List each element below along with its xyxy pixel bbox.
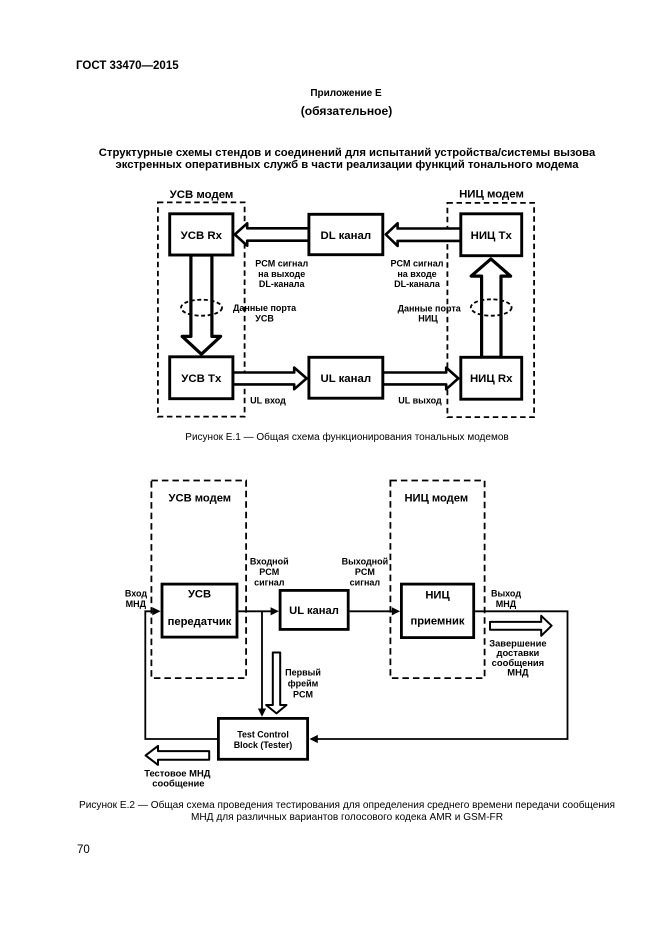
svg-text:DL-канала: DL-канала [259, 279, 306, 289]
svg-text:UL вход: UL вход [250, 395, 286, 405]
svg-text:НИЦ модем: НИЦ модем [459, 188, 524, 200]
svg-text:на выходе: на выходе [258, 269, 305, 279]
svg-text:сообщения: сообщения [492, 657, 544, 668]
svg-text:МНД: МНД [496, 599, 517, 609]
svg-text:МНД: МНД [507, 667, 529, 678]
svg-text:доставки: доставки [497, 647, 540, 658]
svg-text:Block (Tester): Block (Tester) [234, 740, 293, 750]
svg-text:УСВ: УСВ [188, 589, 211, 601]
svg-text:DL канал: DL канал [320, 230, 371, 242]
svg-text:МНД: МНД [126, 599, 147, 609]
svg-text:НИЦ: НИЦ [425, 590, 450, 602]
svg-text:Входной: Входной [250, 556, 289, 566]
svg-text:приемник: приемник [410, 616, 464, 628]
svg-text:PCM сигнал: PCM сигнал [255, 259, 308, 269]
svg-text:PCM: PCM [259, 567, 279, 577]
svg-text:передатчик: передатчик [168, 616, 232, 628]
svg-text:Тестовое МНД: Тестовое МНД [144, 767, 211, 778]
svg-text:НИЦ: НИЦ [418, 314, 438, 324]
svg-text:сигнал: сигнал [254, 578, 285, 588]
svg-text:Первый: Первый [285, 668, 321, 678]
svg-text:UL выход: UL выход [398, 395, 442, 405]
svg-text:PCM: PCM [355, 567, 375, 577]
svg-text:Выходной: Выходной [342, 556, 389, 566]
svg-text:УСВ модем: УСВ модем [169, 493, 232, 505]
svg-text:Вход: Вход [125, 588, 148, 598]
svg-text:НИЦ Rx: НИЦ Rx [470, 373, 513, 385]
svg-text:UL канал: UL канал [289, 605, 339, 617]
svg-text:фрейм: фрейм [288, 678, 319, 688]
svg-text:УСВ модем: УСВ модем [170, 189, 234, 201]
svg-text:Данные порта: Данные порта [398, 304, 462, 314]
svg-text:Выход: Выход [491, 588, 521, 598]
svg-text:сообщение: сообщение [152, 777, 204, 788]
svg-text:PCM: PCM [293, 689, 313, 699]
svg-text:Завершение: Завершение [489, 637, 546, 648]
svg-text:UL канал: UL канал [320, 373, 371, 385]
svg-text:PCM сигнал: PCM сигнал [391, 259, 444, 269]
svg-text:на входе: на входе [397, 269, 436, 279]
svg-text:DL-канала: DL-канала [394, 279, 441, 289]
svg-text:УСВ: УСВ [255, 313, 274, 323]
svg-text:Данные порта: Данные порта [233, 303, 297, 313]
svg-text:сигнал: сигнал [350, 578, 381, 588]
svg-text:НИЦ Tx: НИЦ Tx [471, 230, 513, 242]
svg-text:УСВ Tx: УСВ Tx [181, 373, 222, 385]
svg-text:Test Control: Test Control [237, 729, 289, 739]
svg-text:УСВ Rx: УСВ Rx [181, 230, 223, 242]
svg-text:НИЦ модем: НИЦ модем [404, 493, 468, 505]
